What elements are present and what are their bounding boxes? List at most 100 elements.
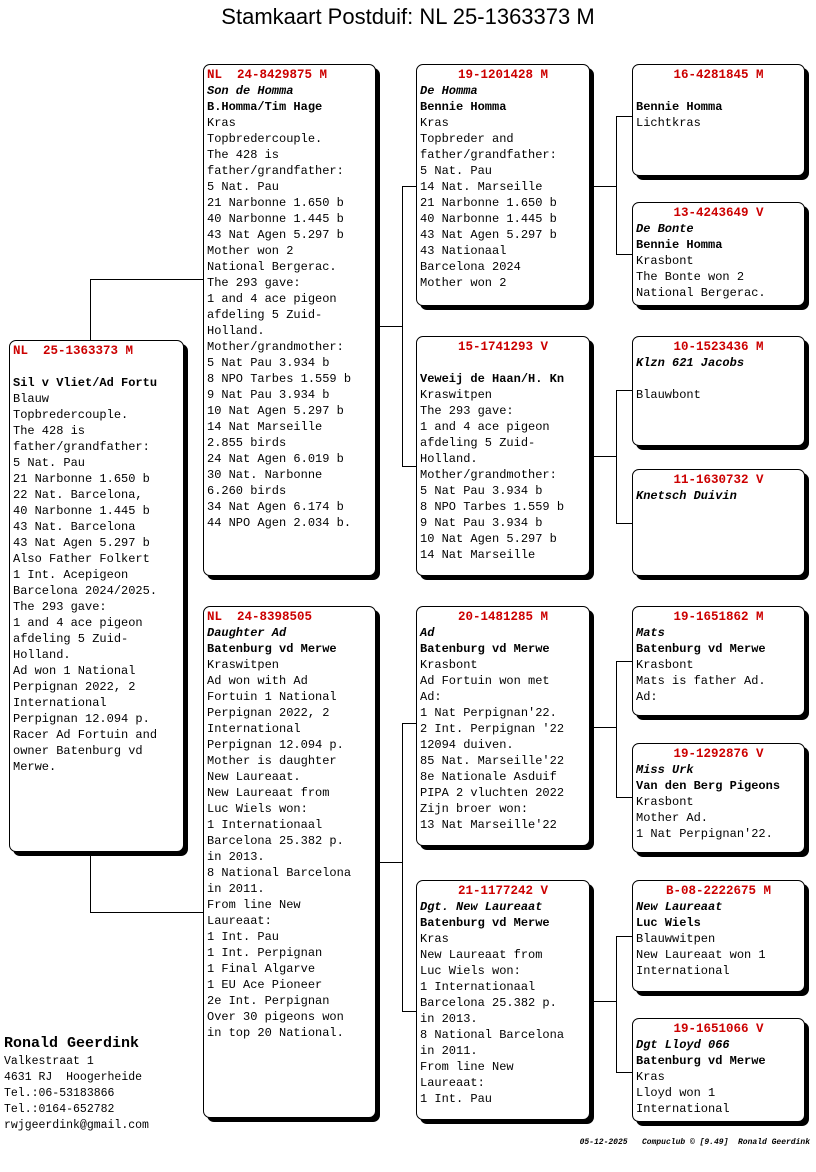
spacer <box>636 371 801 387</box>
connector-line <box>376 862 402 863</box>
pigeon-info-line: 14 Nat. Marseille <box>420 180 543 194</box>
pigeon-info-line: 1 Int. Acepigeon <box>13 568 129 582</box>
pigeon-info-line: 1 and 4 ace pigeon <box>13 616 143 630</box>
pigeon-info-line: Fortuin 1 National <box>207 690 337 704</box>
pigeon-info-line: National Bergerac. <box>636 286 766 300</box>
pigeon-info-line: 5 Nat Pau 3.934 b <box>207 356 330 370</box>
pigeon-info-line: 5 Nat. Pau <box>420 164 493 178</box>
footer-credits: 05-12-2025 Compuclub © [9.49] Ronald Gee… <box>579 1138 810 1147</box>
pigeon-info-line: Barcelona 25.382 p. <box>207 834 344 848</box>
ring-number: NL 24-8398505 <box>207 610 313 624</box>
pigeon-info-line: 1 Internationaal <box>207 818 323 832</box>
breeder-address: Valkestraat 1 <box>4 1055 94 1068</box>
pigeon-info-line: Kras <box>636 1070 665 1084</box>
pigeon-info-line: The 293 gave: <box>207 276 301 290</box>
pigeon-name: Daughter Ad <box>207 626 287 640</box>
ring-number: 19-1651066 V <box>673 1022 764 1036</box>
pigeon-info-line: 30 Nat. Narbonne <box>207 468 323 482</box>
pigeon-info-line: 43 Nat Agen 5.297 b <box>207 228 344 242</box>
pigeon-info-line: Racer Ad Fortuin and <box>13 728 158 742</box>
pigeon-info-line: Krasbont <box>420 658 478 672</box>
connector-line <box>376 326 402 327</box>
pigeon-info-line: Lloyd won 1 <box>636 1086 716 1100</box>
pigeon-owner: Batenburg vd Merwe <box>636 1054 766 1068</box>
pigeon-info-line: New Laureaat from <box>420 948 543 962</box>
pigeon-info-line: 1 EU Ace Pioneer <box>207 978 323 992</box>
pigeon-info-line: 2.855 birds <box>207 436 287 450</box>
pigeon-name: Ad <box>420 626 435 640</box>
pigeon-info-line: Luc Wiels won: <box>420 964 521 978</box>
pigeon-owner: Batenburg vd Merwe <box>207 642 337 656</box>
pigeon-info-line: 12094 duiven. <box>420 738 514 752</box>
pigeon-owner: Batenburg vd Merwe <box>420 642 550 656</box>
pigeon-info-line: The 293 gave: <box>420 404 514 418</box>
pigeon-info-line: From line New <box>207 898 301 912</box>
pigeon-info-line: Barcelona 2024 <box>420 260 521 274</box>
pigeon-info-line: 8 NPO Tarbes 1.559 b <box>207 372 352 386</box>
pigeon-info-line: 1 and 4 ace pigeon <box>207 292 337 306</box>
pigeon-info-line: Blauw <box>13 392 50 406</box>
pigeon-name: Knetsch Duivin <box>636 489 737 503</box>
pigeon-owner: Batenburg vd Merwe <box>636 642 766 656</box>
pigeon-info-line: Holland. <box>13 648 71 662</box>
pigeon-info-line: Perpignan 12.094 p. <box>207 738 344 752</box>
ring-number: 20-1481285 M <box>457 610 548 624</box>
pigeon-info-line: 2e Int. Perpignan <box>207 994 330 1008</box>
pigeon-name: De Homma <box>420 84 478 98</box>
connector-line <box>616 936 632 937</box>
pigeon-info-line: 14 Nat Marseille <box>420 548 536 562</box>
pigeon-info-line: 9 Nat Pau 3.934 b <box>420 516 543 530</box>
pigeon-info-line: The 428 is <box>207 148 280 162</box>
pigeon-name <box>13 359 180 375</box>
pigeon-owner: Batenburg vd Merwe <box>420 916 550 930</box>
pigeon-name: New Laureaat <box>636 900 723 914</box>
pigeon-owner: Van den Berg Pigeons <box>636 779 781 793</box>
breeder-info: Ronald Geerdink Valkestraat 1 4631 RJ Ho… <box>4 1034 149 1134</box>
pigeon-info-line: Kras <box>420 116 449 130</box>
pigeon-info-line: 43 Nationaal <box>420 244 507 258</box>
pigeon-info-line: Mother/grandmother: <box>420 468 557 482</box>
ring-number: 15-1741293 V <box>457 340 548 354</box>
connector-line <box>616 116 632 117</box>
connector-line <box>590 1001 616 1002</box>
pigeon-info-line: Over 30 pigeons won <box>207 1010 344 1024</box>
ring-number: 19-1292876 V <box>673 747 764 761</box>
pigeon-name: Miss Urk <box>636 763 694 777</box>
pigeon-info-line: Mother Ad. <box>636 811 709 825</box>
pigeon-info-line: Mother won 2 <box>420 276 507 290</box>
pigeon-info-line: 10 Nat Agen 5.297 b <box>207 404 344 418</box>
pigeon-owner: Veweij de Haan/H. Kn <box>420 372 565 386</box>
pigeon-info-line: 1 Nat Perpignan'22. <box>420 706 557 720</box>
pigeon-info-line: 21 Narbonne 1.650 b <box>420 196 557 210</box>
breeder-phone-2: Tel.:0164-652782 <box>4 1103 115 1116</box>
pigeon-info-line: Krasbont <box>636 658 694 672</box>
pigeon-info-line: Laureaat: <box>207 914 272 928</box>
pigeon-name: Mats <box>636 626 665 640</box>
pigeon-info-line: Also Father Folkert <box>13 552 150 566</box>
pigeon-info-line: 8 NPO Tarbes 1.559 b <box>420 500 565 514</box>
pigeon-info-line: International <box>636 964 730 978</box>
pigeon-info-line: 40 Narbonne 1.445 b <box>207 212 344 226</box>
pigeon-info-line: 1 Int. Pau <box>420 1092 493 1106</box>
pigeon-info-line: International <box>13 696 107 710</box>
connector-line <box>616 936 617 1072</box>
pigeon-info-line: Kraswitpen <box>207 658 280 672</box>
connector-line <box>616 116 617 254</box>
pigeon-info-line: 1 Internationaal <box>420 980 536 994</box>
pigeon-info-line: owner Batenburg vd <box>13 744 143 758</box>
